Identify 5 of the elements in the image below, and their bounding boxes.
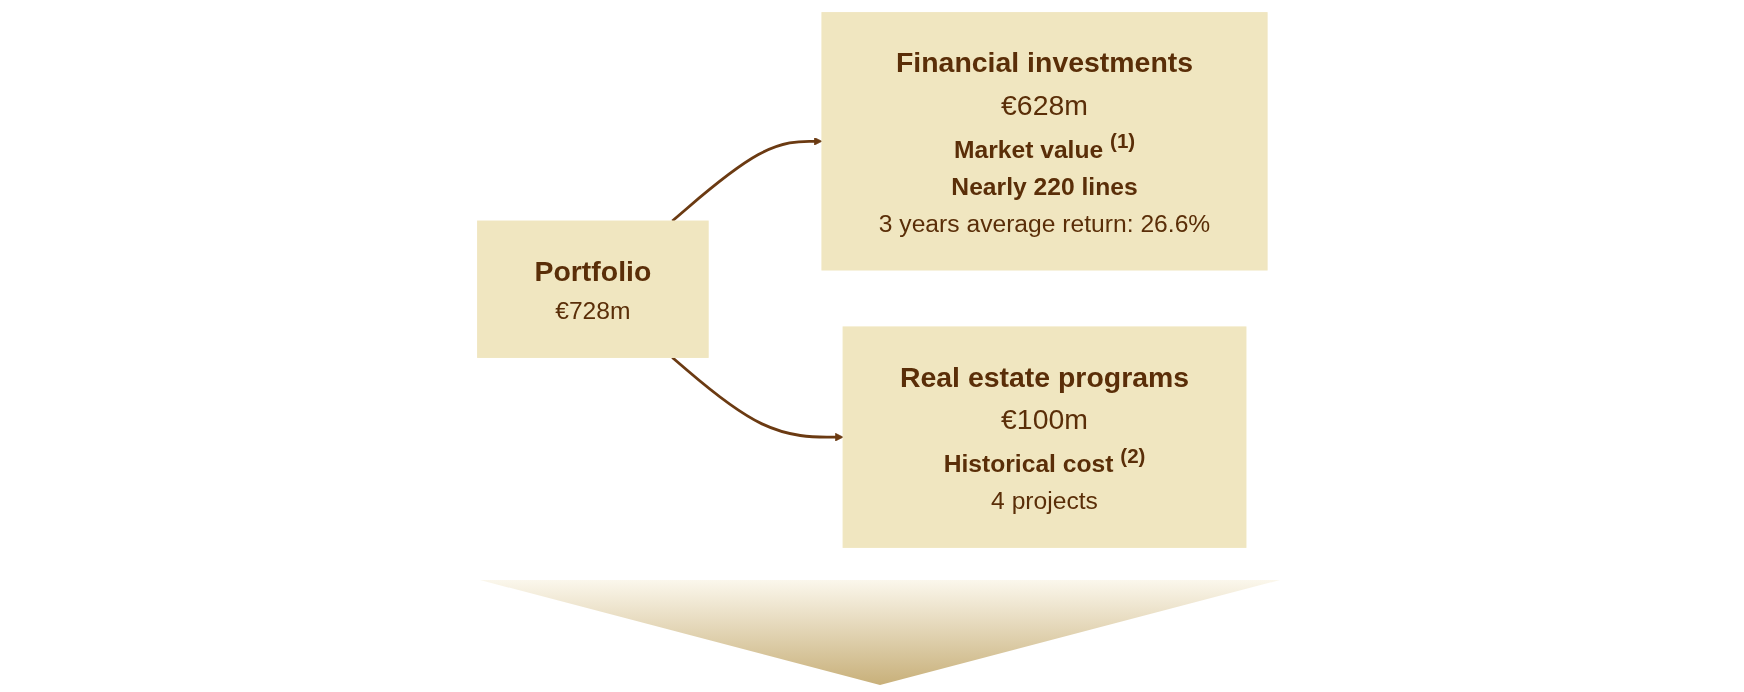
arrow — [671, 356, 844, 442]
node-box: Financial investments €628m Market value $^{(1)}$ Nearly 220 lines 3 years average return: 26.6% — [821, 12, 1268, 271]
arrow — [671, 137, 822, 223]
node-box: Portfolio €728m — [476, 220, 709, 358]
node-box: Real estate programs €100m Historical cost $^{(2)}$ 4 projects — [842, 326, 1247, 548]
